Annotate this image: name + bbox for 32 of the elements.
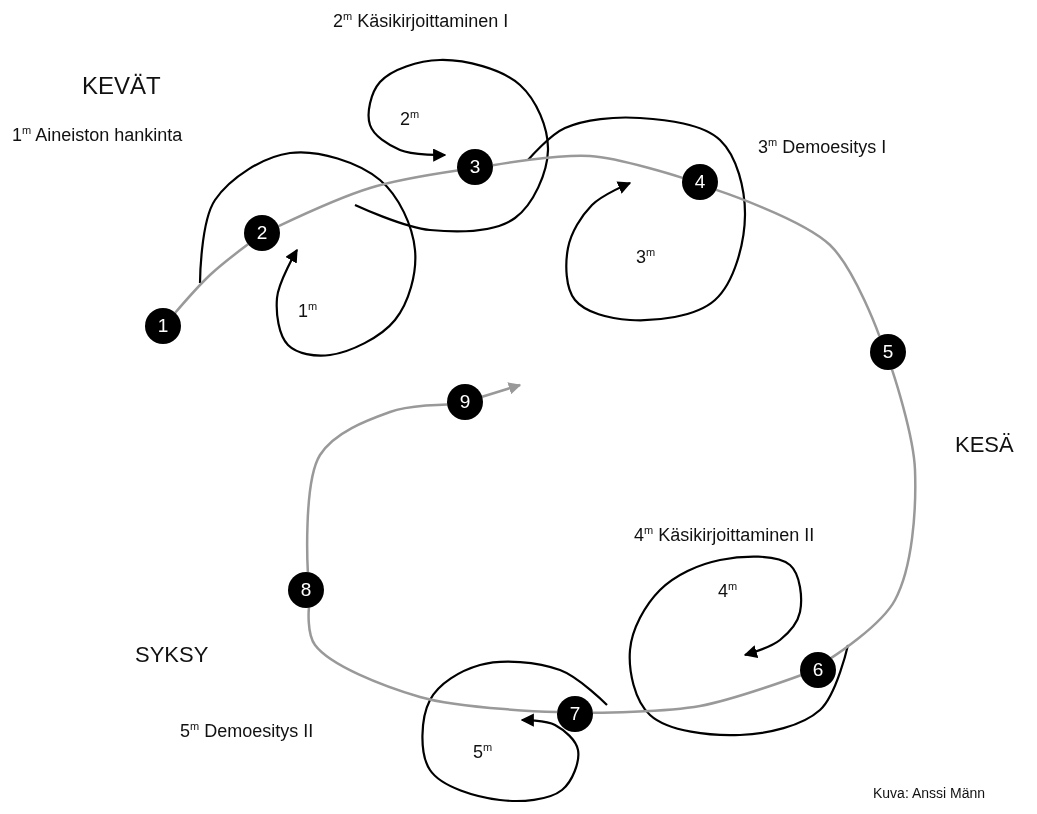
track-line — [715, 188, 881, 337]
label-text: 1$^{m}$ — [298, 300, 318, 323]
label-text: 3$^{m}$ — [636, 246, 656, 269]
label-text: 5$^{m}$ — [473, 741, 493, 764]
label-text: 2$^{m}$ Käsikirjoittaminen I — [333, 10, 509, 33]
track-line — [592, 674, 802, 715]
label-text: KEVÄT — [82, 72, 161, 101]
track-line — [492, 154, 683, 180]
label-text: SYKSY — [135, 642, 209, 669]
step-number: 1 — [145, 308, 181, 344]
label-text: 4$^{m}$ — [718, 580, 738, 603]
label-text: 4$^{m}$ Käsikirjoittaminen II — [634, 524, 815, 547]
track-line — [174, 243, 249, 314]
step-number: 3 — [457, 149, 493, 185]
track-line — [307, 607, 558, 714]
label-text: 1$^{m}$ Aineiston hankinta — [12, 124, 183, 147]
label-text: KESÄ — [955, 432, 1014, 459]
step-number: 2 — [244, 215, 280, 251]
label-text: 5$^{m}$ Demoesitys II — [180, 720, 314, 743]
step-number: 9 — [447, 384, 483, 420]
step-number: 8 — [288, 572, 324, 608]
step-number: 5 — [870, 334, 906, 370]
step-number: 4 — [682, 164, 718, 200]
label-text: 2$^{m}$ — [400, 108, 420, 131]
track-line — [830, 369, 917, 659]
label-text: Kuva: Anssi Männ — [873, 785, 986, 802]
step-number: 6 — [800, 652, 836, 688]
track-line — [305, 403, 448, 573]
track-line — [481, 382, 522, 398]
step-number: 7 — [557, 696, 593, 732]
track-line — [278, 169, 458, 228]
label-text: 3$^{m}$ Demoesitys I — [758, 136, 887, 159]
